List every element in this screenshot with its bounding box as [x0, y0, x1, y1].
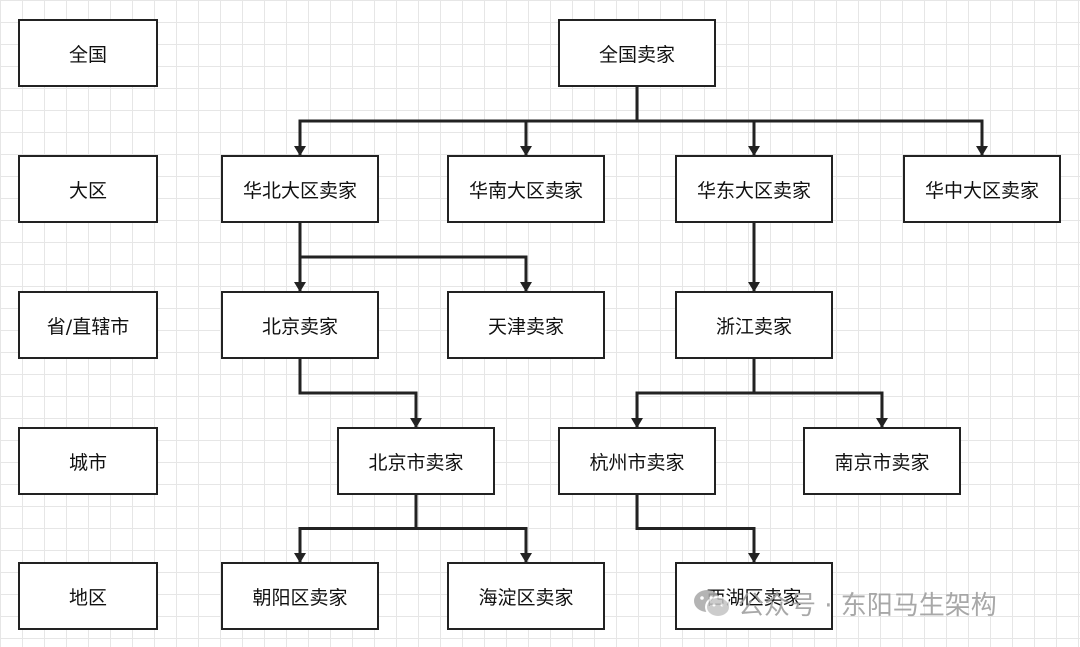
watermark-text: 公众号 · 东阳马生架构 — [738, 591, 997, 621]
node-beijing-seller: 北京卖家 — [221, 291, 379, 359]
node-beijing-city-seller: 北京市卖家 — [337, 427, 495, 495]
node-zhejiang-seller: 浙江卖家 — [675, 291, 833, 359]
level-district: 地区 — [18, 562, 158, 630]
edge-north_china-to-tianjin — [298, 223, 532, 292]
edge-national_seller-to-south_china — [520, 87, 639, 156]
node-central-china-seller: 华中大区卖家 — [903, 155, 1061, 223]
wechat-logo-icon — [694, 589, 731, 618]
node-hangzhou-city-seller: 杭州市卖家 — [558, 427, 716, 495]
node-nanjing-city-seller: 南京市卖家 — [803, 427, 961, 495]
edge-zhejiang-to-hangzhou_city — [631, 359, 756, 428]
node-haidian-seller: 海淀区卖家 — [447, 562, 605, 630]
edge-beijing-to-beijing_city — [298, 359, 422, 428]
node-east-china-seller: 华东大区卖家 — [675, 155, 833, 223]
watermark: 公众号 · 东阳马生架构 — [692, 585, 997, 622]
node-tianjin-seller: 天津卖家 — [447, 291, 605, 359]
edge-zhejiang-to-nanjing_city — [752, 359, 888, 428]
edge-beijing_city-to-chaoyang — [294, 495, 418, 563]
node-national-seller: 全国卖家 — [558, 19, 716, 87]
level-region: 大区 — [18, 155, 158, 223]
edge-hangzhou_city-to-xihu — [635, 495, 760, 563]
level-city: 城市 — [18, 427, 158, 495]
edge-beijing_city-to-haidian — [414, 495, 532, 563]
level-national: 全国 — [18, 19, 158, 87]
edge-national_seller-to-central_china — [635, 87, 988, 156]
level-province: 省/直辖市 — [18, 291, 158, 359]
node-chaoyang-seller: 朝阳区卖家 — [221, 562, 379, 630]
node-south-china-seller: 华南大区卖家 — [447, 155, 605, 223]
node-north-china-seller: 华北大区卖家 — [221, 155, 379, 223]
